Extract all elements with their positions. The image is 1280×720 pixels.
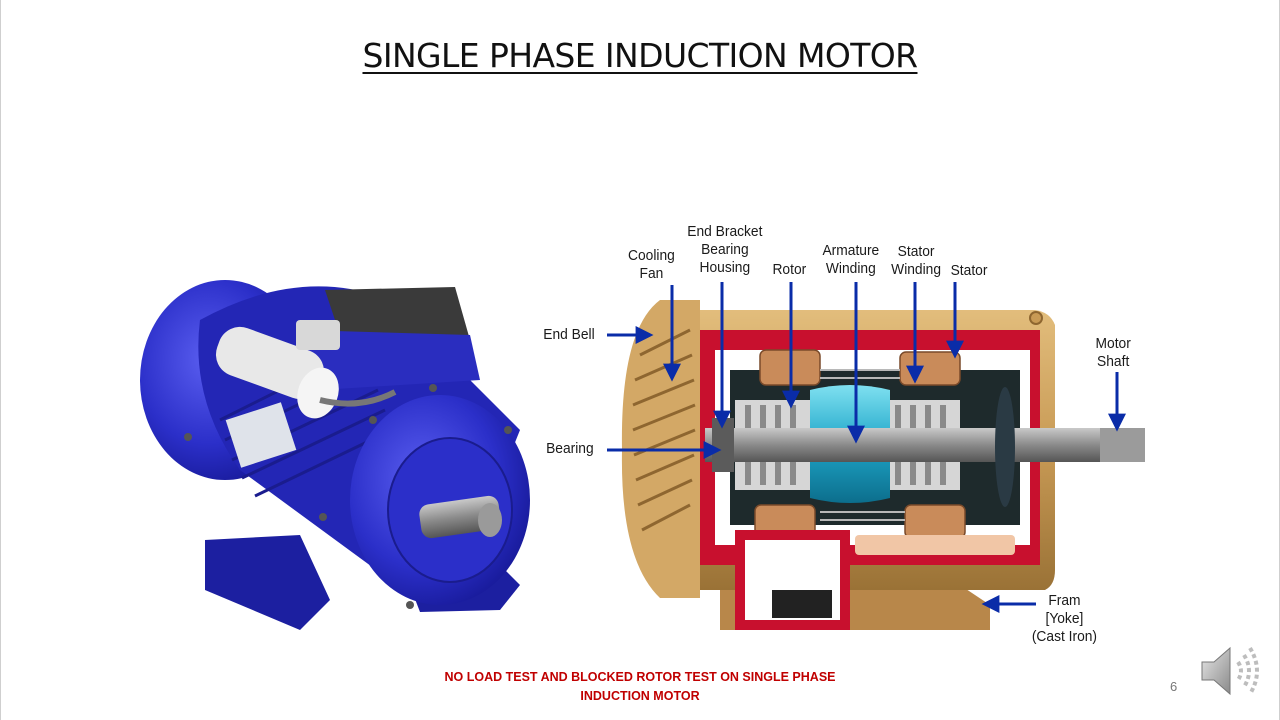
- label-stator-winding-line2: Winding: [891, 261, 942, 278]
- label-motor-shaft-line2: Shaft: [1097, 353, 1130, 370]
- label-bearing: Bearing: [546, 440, 594, 457]
- page-number: 6: [1170, 679, 1178, 694]
- speaker-icon[interactable]: [1196, 640, 1266, 707]
- slide-border-left: [0, 0, 1, 720]
- label-end-bell: End Bell: [543, 326, 595, 343]
- label-frame-yoke: Fram [Yoke] (Cast Iron): [1032, 592, 1097, 646]
- footer-line2: INDUCTION MOTOR: [580, 689, 700, 703]
- label-cooling-fan-line1: Cooling: [628, 247, 675, 264]
- label-end-bracket-bearing-housing: End Bracket Bearing Housing: [687, 223, 762, 277]
- label-armature-winding: Armature Winding: [822, 242, 879, 278]
- label-end-bracket-line2: Bearing: [701, 241, 749, 258]
- label-motor-shaft: Motor Shaft: [1096, 335, 1131, 371]
- label-cooling-fan: Cooling Fan: [628, 247, 675, 283]
- label-motor-shaft-line1: Motor: [1095, 335, 1131, 352]
- label-cooling-fan-line2: Fan: [639, 265, 664, 282]
- cutaway-motor: [621, 300, 1145, 630]
- slide-footer-caption: NO LOAD TEST AND BLOCKED ROTOR TEST ON S…: [400, 668, 880, 706]
- slide-title: SINGLE PHASE INDUCTION MOTOR: [0, 36, 1280, 75]
- blue-motor: [140, 280, 530, 630]
- label-stator: Stator: [950, 262, 988, 279]
- label-end-bracket-line1: End Bracket: [687, 223, 763, 240]
- label-frame-line2: [Yoke]: [1045, 610, 1084, 627]
- label-stator-winding-line1: Stator: [897, 243, 935, 260]
- label-armature-line1: Armature: [822, 242, 880, 259]
- label-frame-line3: (Cast Iron): [1031, 628, 1098, 645]
- slide-title-text: SINGLE PHASE INDUCTION MOTOR: [362, 36, 918, 75]
- label-frame-line1: Fram: [1048, 592, 1081, 609]
- footer-line1: NO LOAD TEST AND BLOCKED ROTOR TEST ON S…: [444, 670, 836, 684]
- label-rotor: Rotor: [772, 261, 807, 278]
- label-stator-winding: Stator Winding: [891, 243, 941, 279]
- label-armature-line2: Winding: [825, 260, 876, 277]
- label-end-bracket-line3: Housing: [699, 259, 751, 276]
- callout-arrows: [607, 282, 1126, 613]
